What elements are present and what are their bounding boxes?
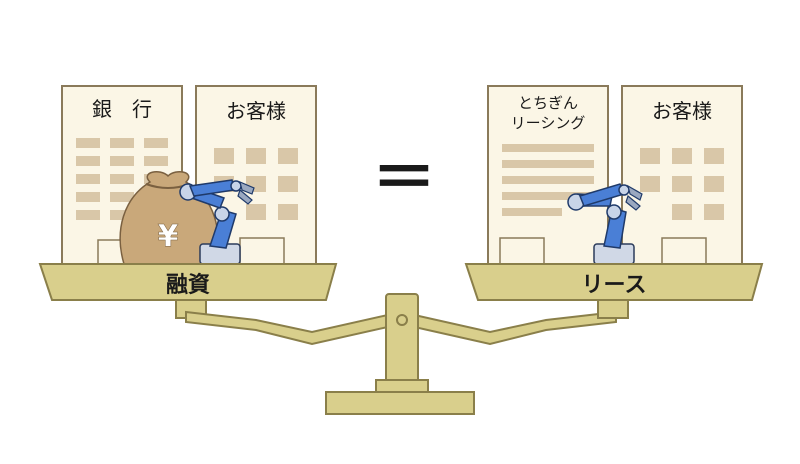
left-pan-label: 融資 xyxy=(166,272,210,298)
yen-symbol: ¥ xyxy=(158,219,179,254)
leasing-building: とちぎん リーシング xyxy=(487,85,609,267)
robot-arm-icon xyxy=(567,183,643,265)
right-pan: リース xyxy=(464,263,764,319)
customer-building-right: お客様 xyxy=(621,85,743,267)
customer-building-right-label: お客様 xyxy=(652,99,712,123)
customer-building-left: お客様 xyxy=(195,85,317,267)
left-pan: 融資 xyxy=(38,263,338,319)
equals-symbol: ＝ xyxy=(372,142,436,216)
robot-arm-icon xyxy=(179,179,255,265)
right-pan-label: リース xyxy=(582,273,647,298)
customer-building-left-label: お客様 xyxy=(226,99,286,123)
leasing-building-label-line2: リーシング xyxy=(511,114,586,132)
scale-beam xyxy=(185,310,617,346)
bank-building-label: 銀 行 xyxy=(92,97,152,121)
leasing-building-label-line1: とちぎん xyxy=(518,94,578,112)
scale-stand xyxy=(325,293,475,415)
